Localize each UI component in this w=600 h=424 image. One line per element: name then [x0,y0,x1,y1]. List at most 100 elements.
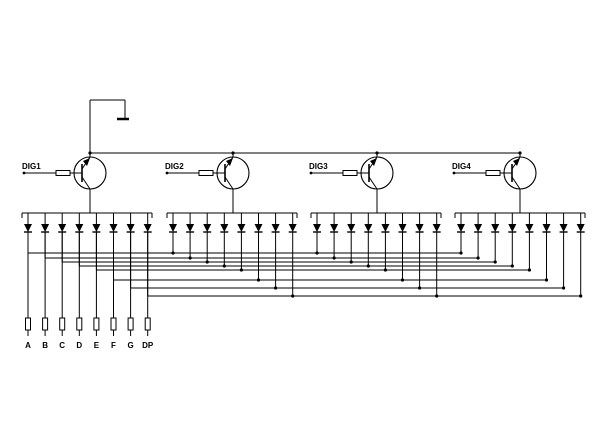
junction-dot [315,251,319,255]
transistor-2 [216,156,250,190]
transistor-1 [73,156,107,190]
input-terminal [309,171,313,175]
segment-resistor [144,317,151,331]
transistor-collector [81,176,91,190]
junction-dot [518,151,522,155]
segment-resistor [127,317,134,331]
junction-dot [188,256,192,260]
led-4-A [457,224,465,232]
led-2-G [271,224,280,232]
junction-dot [332,256,336,260]
base-resistor [342,170,358,176]
junction-dot [527,268,532,272]
led-2-D [220,224,229,232]
segment-label-E: E [94,341,100,350]
junction-dot [222,264,226,268]
junction-dot [544,278,549,282]
segment-resistor [59,317,66,331]
segment-label-F: F [111,341,116,350]
junction-dot [88,151,92,155]
junction-dot [366,264,370,268]
led-3-C [347,224,356,232]
digit-label: DIG3 [309,162,328,171]
junction-dot [476,256,480,260]
led-3-G [415,224,424,232]
base-resistor [485,170,501,176]
led-3-B [330,224,339,232]
emitter-arrow [370,158,377,166]
led-3-DP [432,224,441,232]
junction-dot [375,151,379,155]
led-2-C [203,224,212,232]
led-1-D [75,224,84,232]
led-2-DP [288,224,297,232]
digit-label: DIG2 [165,162,184,171]
wiring [21,99,586,336]
junction-dot [418,286,422,290]
input-terminal [452,171,456,175]
junction-dot [435,294,439,298]
transistor-collector [511,176,521,190]
led-1-B [41,224,50,232]
transistor-collector [368,176,378,190]
segment-label-A: A [25,341,31,350]
segment-resistor [25,317,31,331]
junction-dot [256,278,261,282]
led-1-F [109,224,118,232]
junction-dot [562,286,566,290]
junction-dot [400,278,405,282]
led-3-D [364,224,373,232]
junction-dot [383,268,387,272]
led-2-F [254,224,263,232]
junction-dot [493,260,497,264]
junction-dot [171,251,175,255]
segment-label-C: C [59,341,65,350]
led-4-DP [576,224,585,232]
junction-dot [510,264,514,268]
junction-dot [274,286,278,290]
transistor-collector [224,176,234,190]
led-4-E [525,224,534,232]
emitter-arrow [83,158,90,166]
segment-resistor [110,317,117,331]
emitter-arrow [226,158,233,166]
junction-dot [231,151,235,155]
input-terminal [165,171,169,175]
input-terminal [22,171,26,175]
led-4-D [508,224,517,232]
junction-dot [205,260,209,264]
led-4-G [559,224,568,232]
transistor-4 [503,156,537,190]
led-4-C [491,224,500,232]
led-2-E [237,224,246,232]
segment-label-DP: DP [142,341,154,350]
base-resistor [198,170,214,176]
base-resistor [55,170,71,176]
led-1-G [126,224,135,232]
segment-resistor [93,317,100,331]
segment-resistor [76,317,83,331]
led-3-A [313,224,321,232]
segment-label-B: B [42,341,48,350]
segment-label-G: G [127,341,133,350]
junction-dot [291,294,295,298]
transistor-3 [360,156,394,190]
emitter-arrow [513,158,520,166]
led-2-A [169,224,177,232]
led-4-F [542,224,551,232]
led-1-E [92,224,101,232]
led-1-A [24,224,32,232]
segment-resistor [42,317,49,331]
junction-dot [459,251,463,255]
led-4-B [474,224,483,232]
components [22,151,585,331]
segment-label-D: D [76,341,82,350]
led-3-F [398,224,407,232]
led-3-E [381,224,390,232]
digit-label: DIG1 [22,162,41,171]
junction-dot [349,260,353,264]
led-1-DP [143,224,152,232]
led-1-C [58,224,67,232]
junction-dot [579,294,583,298]
